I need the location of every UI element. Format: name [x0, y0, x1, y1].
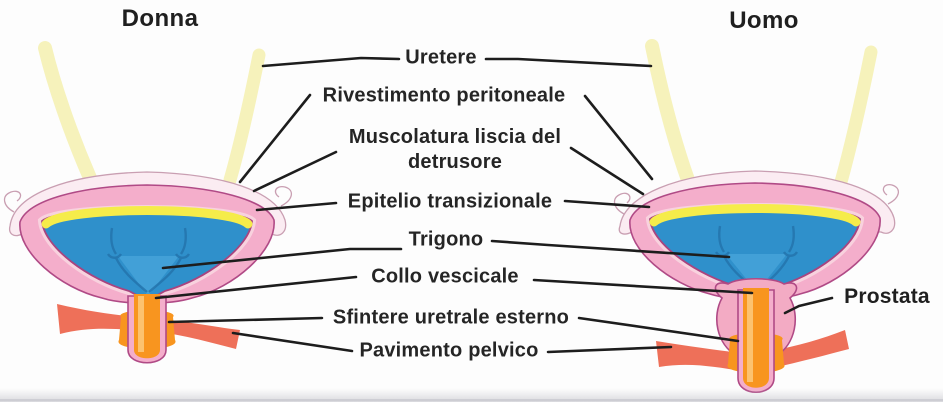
- label-muscolatura-line2: detrusore: [407, 151, 503, 173]
- uomo-left-flap-curl: [613, 192, 631, 215]
- donna-right-ureter: [223, 48, 266, 187]
- label-muscolatura-line1: Muscolatura liscia del: [348, 126, 562, 148]
- label-pavimento: Pavimento pelvico: [359, 339, 539, 362]
- donna-trigone: [118, 256, 179, 296]
- leader-muscolatura-right: [569, 146, 645, 196]
- donna-left-ureter: [38, 41, 97, 185]
- leader-trigono-left: [161, 247, 403, 270]
- leader-lines: [154, 56, 834, 354]
- leader-sfintere-right: [577, 316, 740, 343]
- donna-left-flap-curl: [3, 190, 22, 213]
- donna-urethra-highlight: [138, 296, 144, 352]
- leader-uretere-right: [484, 57, 653, 68]
- leader-sfintere-left: [167, 316, 324, 324]
- uomo-left-ureter: [645, 39, 695, 187]
- leader-collo-right: [532, 278, 754, 295]
- uomo-urethra: [743, 288, 769, 388]
- label-rivestimento: Rivestimento peritoneale: [322, 84, 566, 107]
- label-collo: Collo vescicale: [371, 265, 519, 288]
- donna-transitional-epithelium: [41, 206, 253, 229]
- leader-pavimento-left: [231, 331, 354, 353]
- uomo-pelvic-floor-left: [656, 341, 742, 371]
- title-uomo: Uomo: [729, 7, 799, 34]
- leader-epitelio-right: [563, 199, 651, 209]
- leader-collo-left: [154, 275, 358, 300]
- title-donna: Donna: [121, 5, 199, 32]
- uomo-pelvic-floor-right: [770, 330, 849, 368]
- label-muscolatura: Muscolatura liscia del detrusore: [349, 125, 561, 175]
- donna-urethra: [134, 294, 160, 359]
- scan-shadow: [0, 388, 943, 402]
- label-sfintere: Sfintere uretrale esterno: [332, 306, 570, 329]
- label-uretere: Uretere: [405, 46, 477, 69]
- uomo-transitional-epithelium: [649, 204, 861, 227]
- leader-trigono-right: [490, 239, 731, 259]
- donna-bladder: [3, 41, 292, 364]
- uomo-urethra-highlight: [747, 292, 753, 382]
- leader-rivestimento-right: [583, 94, 654, 181]
- donna-right-flap-curl: [274, 186, 292, 207]
- scan-edge-line: [0, 399, 943, 401]
- leader-pavimento-right: [546, 345, 673, 354]
- leader-uretere-left: [261, 56, 401, 68]
- leader-muscolatura-left: [252, 150, 338, 193]
- label-trigono: Trigono: [408, 228, 484, 251]
- uomo-trigone: [726, 254, 787, 292]
- leader-prostata: [783, 296, 834, 315]
- donna-trigone-details: [106, 227, 191, 293]
- uomo-bladder: [613, 39, 899, 393]
- uomo-right-ureter: [834, 45, 878, 189]
- label-prostata: Prostata: [844, 285, 930, 308]
- label-epitelio: Epitelio transizionale: [347, 190, 553, 213]
- leader-rivestimento-left: [238, 93, 312, 184]
- leader-epitelio-left: [255, 201, 338, 212]
- uomo-right-flap-curl: [882, 184, 899, 205]
